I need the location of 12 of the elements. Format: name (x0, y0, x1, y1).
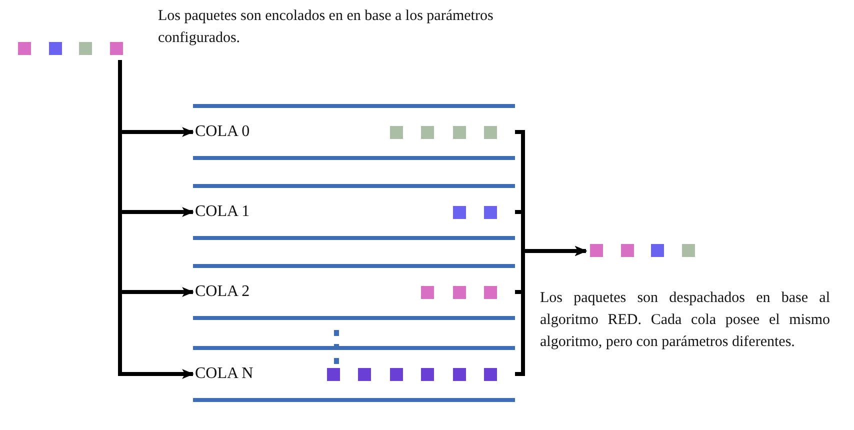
queue-lane (193, 346, 515, 402)
queue-label: COLA N (195, 365, 254, 383)
arrow (118, 60, 194, 379)
queue-label: COLA 0 (195, 123, 250, 141)
queue-lane (193, 264, 515, 320)
queue-lane (193, 104, 515, 160)
queue-label: COLA 2 (195, 283, 250, 301)
queue-label: COLA 1 (195, 203, 250, 221)
note-text: Los paquetes son despachados en base al algoritmo RED. Cada cola posee el mismo algoritmo, pero con parámetros diferentes. (540, 289, 830, 352)
note-text: Los paquetes son encolados en en base a los parámetros configurados. (158, 7, 494, 48)
arrow (515, 246, 587, 376)
queue-lane (193, 184, 515, 240)
